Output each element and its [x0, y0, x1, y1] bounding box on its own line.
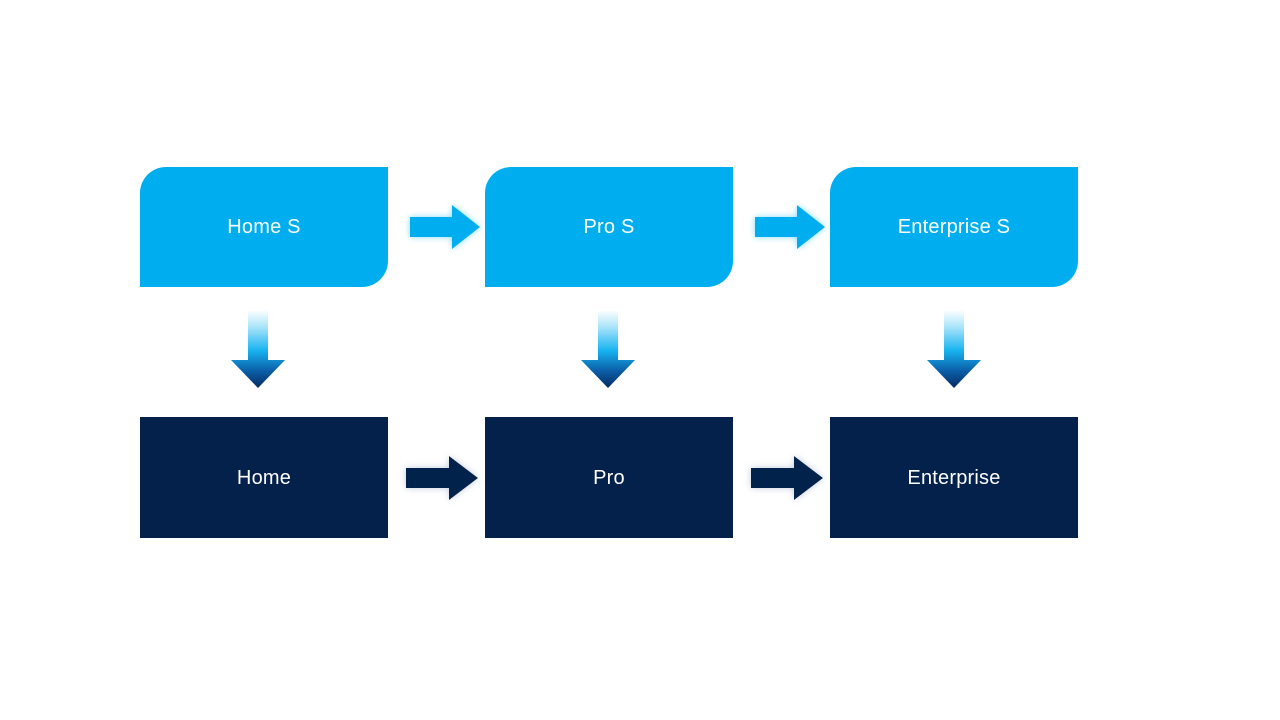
- node-pro-s[interactable]: Pro S: [485, 167, 733, 287]
- node-enterprise-label: Enterprise: [907, 466, 1001, 489]
- arrow-pro-s-to-enterprise-s: [755, 203, 827, 251]
- node-home[interactable]: Home: [140, 417, 388, 538]
- node-pro-label: Pro: [593, 466, 625, 489]
- node-home-label: Home: [236, 466, 292, 489]
- node-pro-s-label: Pro S: [583, 216, 635, 238]
- node-enterprise-s-label: Enterprise S: [897, 216, 1011, 238]
- arrow-enterprise-s-to-enterprise: [924, 310, 984, 390]
- node-home-s-label: Home S: [227, 216, 301, 238]
- node-pro[interactable]: Pro: [485, 417, 733, 538]
- arrow-pro-to-enterprise: [751, 454, 825, 502]
- arrow-home-s-to-home: [228, 310, 288, 390]
- node-home-s[interactable]: Home S: [140, 167, 388, 287]
- arrow-pro-s-to-pro: [578, 310, 638, 390]
- arrow-home-s-to-pro-s: [410, 203, 482, 251]
- node-enterprise[interactable]: Enterprise: [830, 417, 1078, 538]
- arrow-home-to-pro: [406, 454, 480, 502]
- node-enterprise-s[interactable]: Enterprise S: [830, 167, 1078, 287]
